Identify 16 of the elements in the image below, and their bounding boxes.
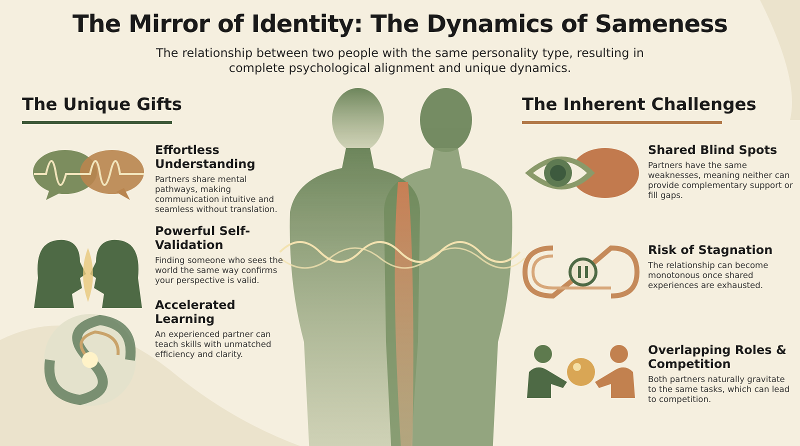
item-heading: Overlapping Roles & Competition	[648, 343, 788, 371]
item-heading: Powerful Self-Validation	[155, 224, 252, 252]
item-description: Finding someone who sees the world the same way confirms your perspective is valid.	[155, 255, 283, 285]
item-heading: Risk of Stagnation	[648, 243, 774, 257]
item-description: The relationship can become monotonous once shared experiences are exhausted.	[648, 260, 770, 290]
section-heading: The Inherent Challenges	[522, 95, 756, 115]
item-description: Partners share mental pathways, making communication intuitive and seamless without translation.	[155, 174, 278, 214]
item-description: An experienced partner can teach skills with unmatched efficiency and clarity.	[155, 329, 272, 359]
title: The Mirror of Identity: The Dynamics of Sameness	[71, 10, 729, 38]
item-description: Partners have the same weaknesses, meaning neither can provide complementary support or fill gaps.	[648, 160, 793, 200]
item-heading: Accelerated Learning	[155, 298, 236, 326]
item-heading: Effortless Understanding	[155, 143, 256, 171]
subtitle: The relationship between two people with the same personality type, resulting in complete psychological alignment and unique dynamics.	[154, 46, 646, 76]
item-heading: Shared Blind Spots	[648, 143, 778, 157]
section-heading: The Unique Gifts	[22, 95, 182, 115]
item-description: Both partners naturally gravitate to the same tasks, which can lead to competition.	[648, 374, 791, 404]
